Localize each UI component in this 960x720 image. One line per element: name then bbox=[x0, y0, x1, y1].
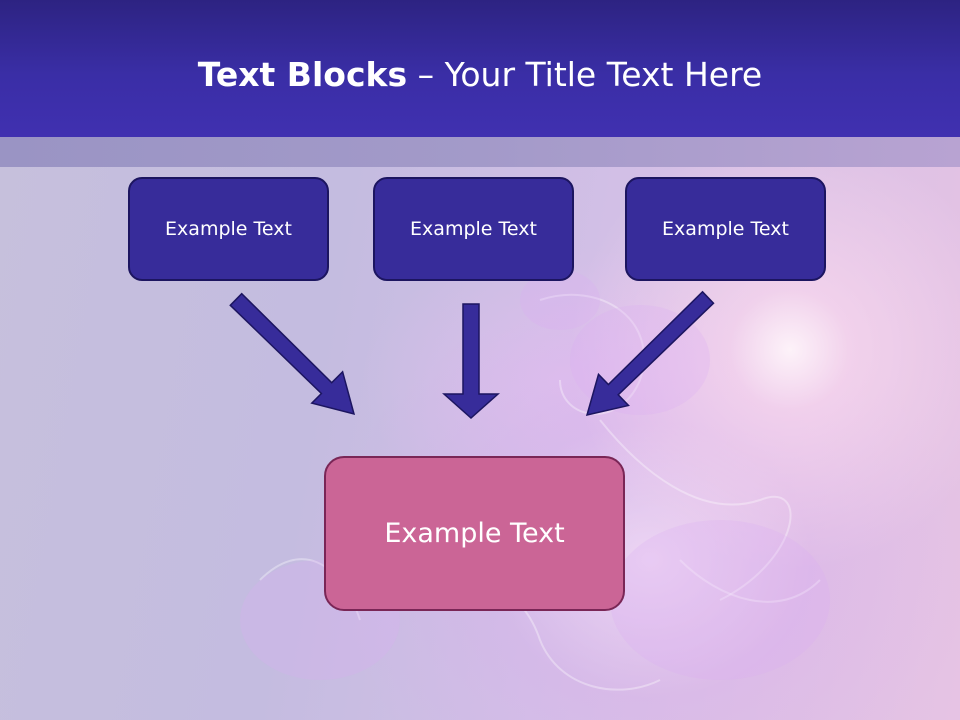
text-block-3[interactable]: Example Text bbox=[625, 177, 826, 281]
main-text-block[interactable]: Example Text bbox=[324, 456, 625, 611]
text-block-1-label: Example Text bbox=[165, 218, 292, 240]
title-bar bbox=[0, 0, 960, 137]
text-block-2-label: Example Text bbox=[410, 218, 537, 240]
title-rest-part: Your Title Text Here bbox=[444, 55, 763, 94]
text-block-3-label: Example Text bbox=[662, 218, 789, 240]
title-dash: – bbox=[407, 55, 445, 94]
main-text-block-label: Example Text bbox=[384, 518, 565, 549]
text-block-1[interactable]: Example Text bbox=[128, 177, 329, 281]
slide-title: Text Blocks – Your Title Text Here bbox=[0, 52, 960, 98]
title-bold-part: Text Blocks bbox=[197, 55, 408, 94]
text-block-2[interactable]: Example Text bbox=[373, 177, 574, 281]
title-bar-band bbox=[0, 137, 960, 167]
